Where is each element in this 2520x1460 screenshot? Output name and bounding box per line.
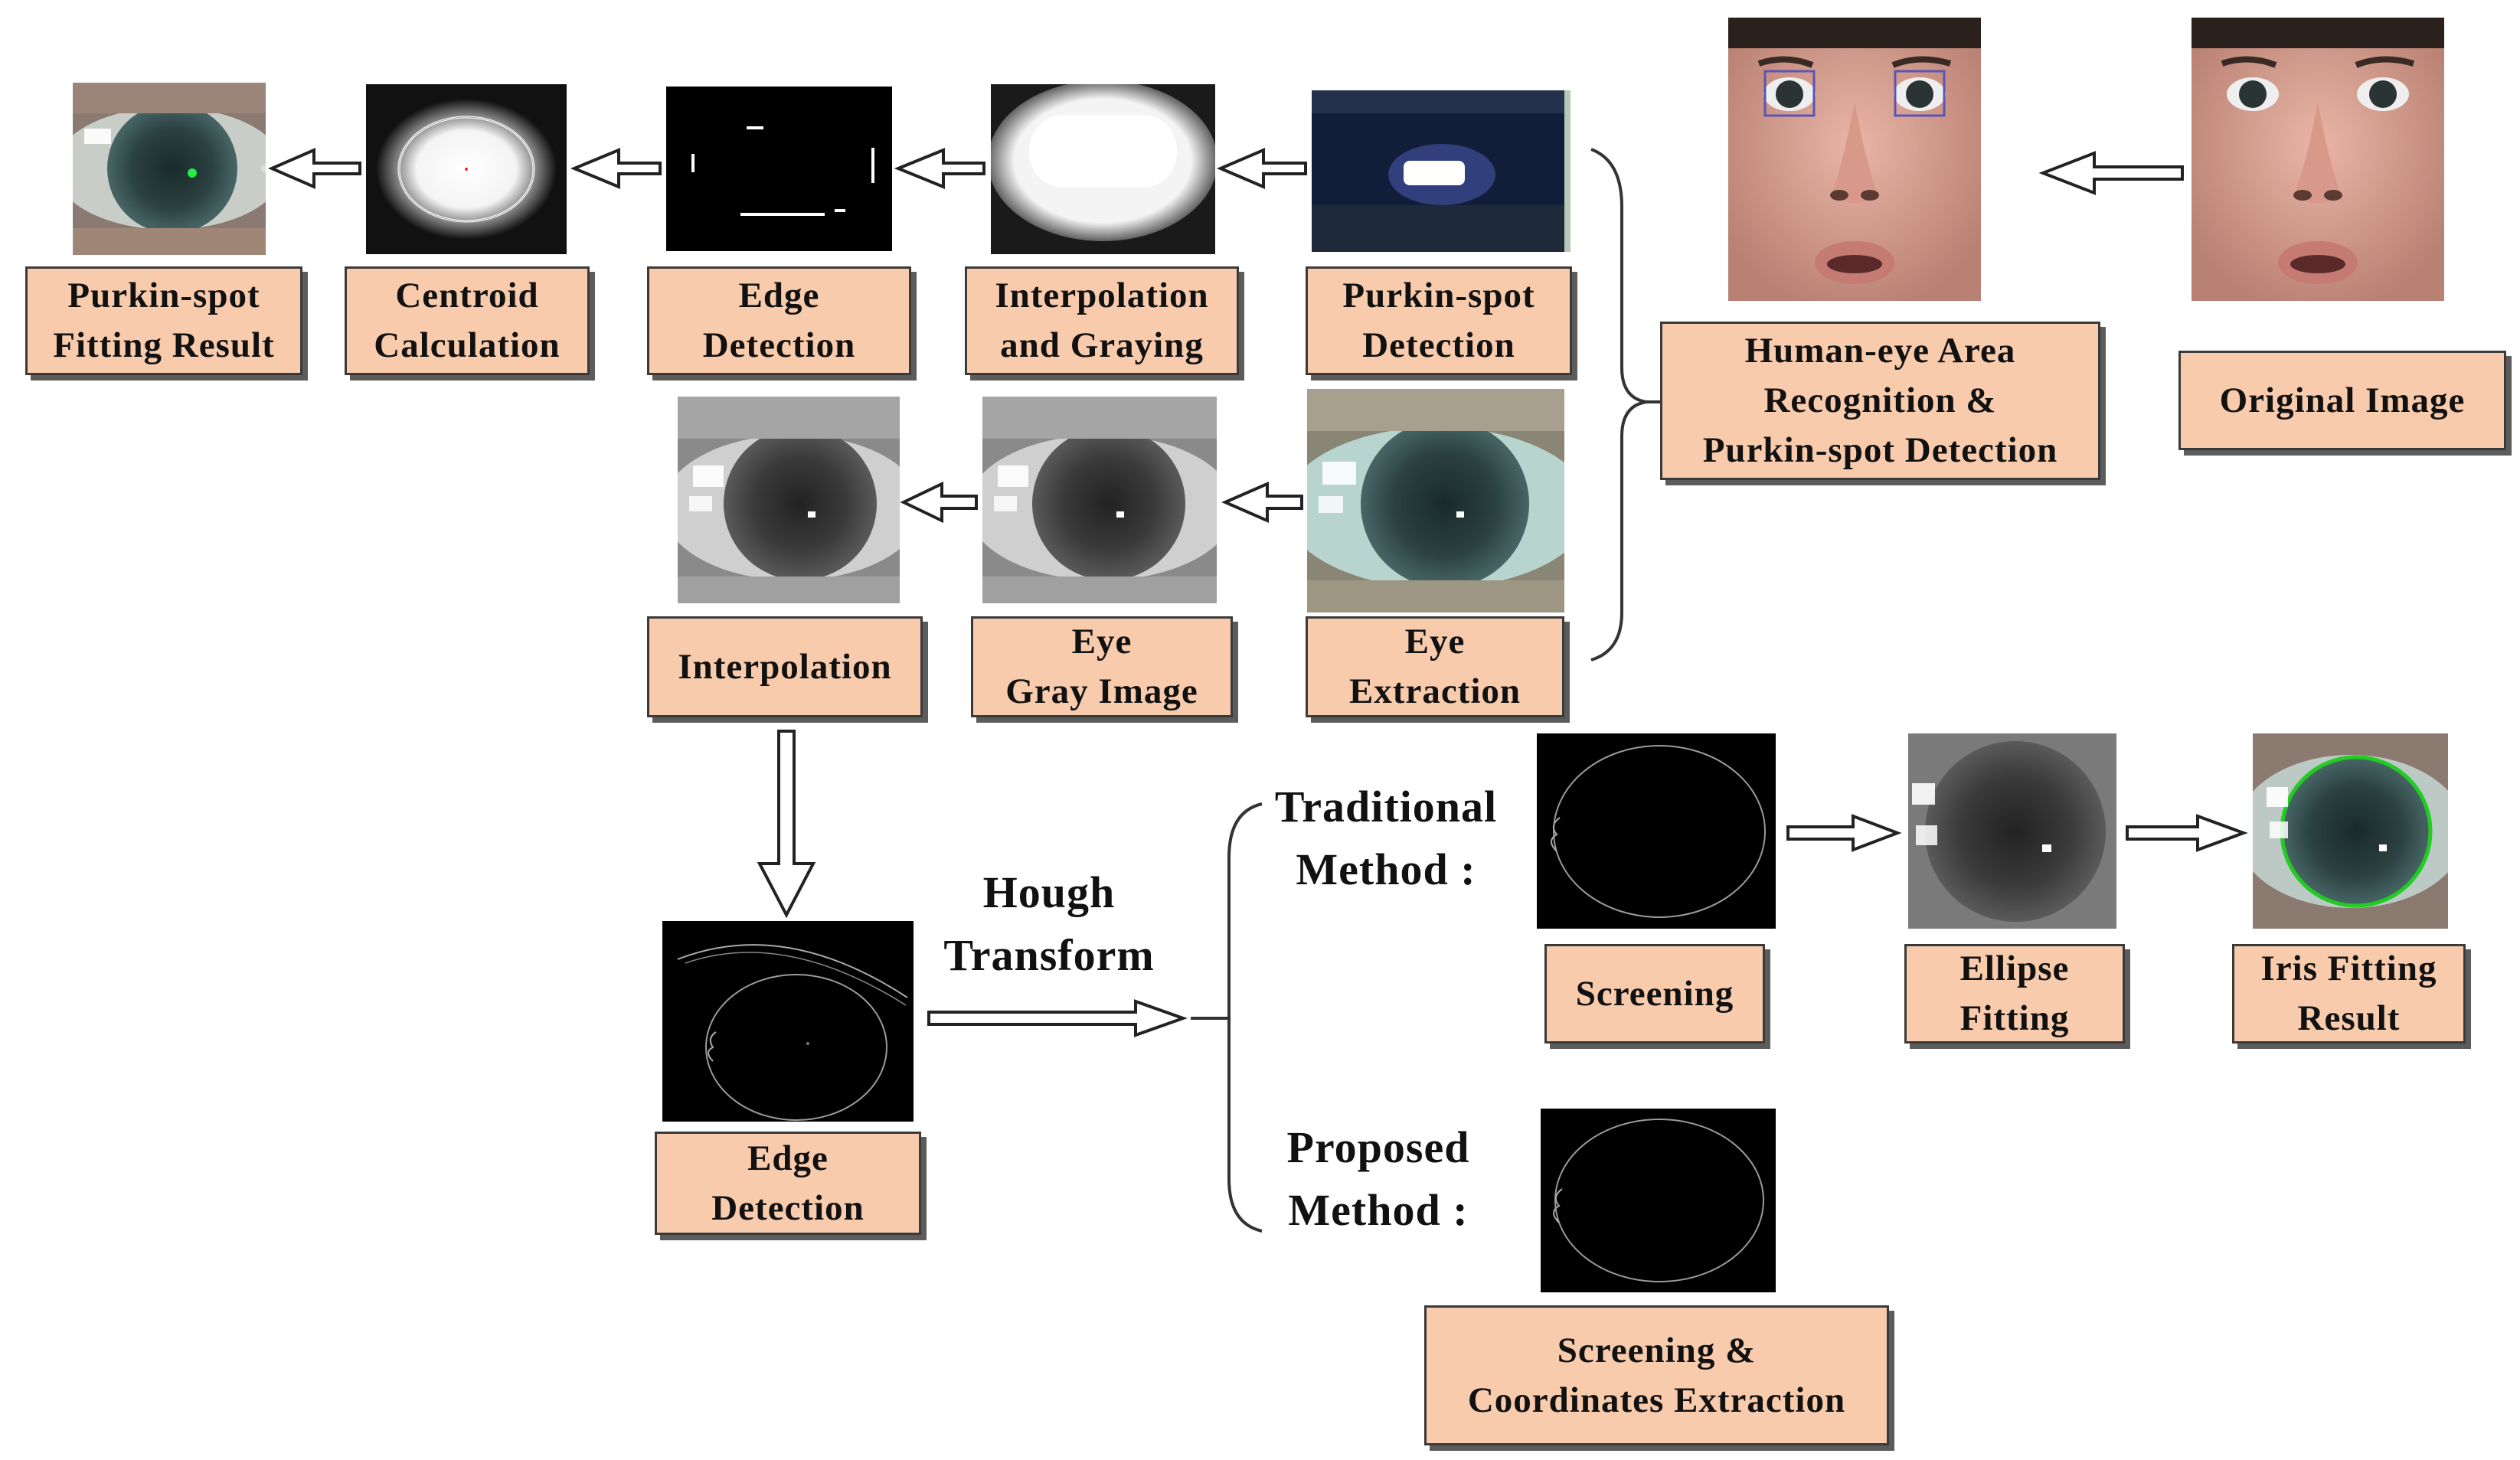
box-purkin-spot-detection: Purkin-spot Detection <box>1306 266 1572 375</box>
arrow-down <box>757 730 816 919</box>
box-original-image: Original Image <box>2178 351 2506 450</box>
original-face-image <box>2192 18 2444 301</box>
brace-eye-stage <box>1590 148 1647 661</box>
box-interpolation-graying: Interpolation and Graying <box>965 266 1239 375</box>
interpolation-graying-image <box>991 84 1215 254</box>
arrow-right-2 <box>1786 814 1902 852</box>
arrow-left-6 <box>900 481 978 524</box>
label-hough-transform: Hough Transform <box>943 867 1155 981</box>
arrow-right-3 <box>2126 814 2248 852</box>
iris-fitting-result-image <box>2253 733 2448 929</box>
arrow-left-3 <box>894 148 985 189</box>
box-human-eye-area: Human-eye Area Recognition & Purkin-spot… <box>1660 322 2100 480</box>
edge-detection-top-image <box>666 87 892 251</box>
arrow-left-5 <box>2038 151 2184 195</box>
purkin-spot-detection-image <box>1312 90 1571 252</box>
label-traditional-method: Traditional Method : <box>1274 782 1498 895</box>
box-screening: Screening <box>1544 944 1765 1044</box>
interpolation-eye-image <box>678 397 900 603</box>
box-edge-detection-bottom: Edge Detection <box>655 1132 921 1235</box>
screening-coordinates-image <box>1541 1109 1776 1292</box>
ellipse-fitting-image <box>1908 733 2116 929</box>
box-centroid-calculation: Centroid Calculation <box>345 266 590 375</box>
label-proposed-method: Proposed Method : <box>1286 1122 1470 1236</box>
centroid-calculation-image <box>366 84 567 254</box>
box-purkin-spot-fitting-result: Purkin-spot Fitting Result <box>25 266 302 375</box>
arrow-left-4 <box>1216 147 1307 190</box>
face-detected-eyes-image <box>1728 18 1981 301</box>
eye-gray-image <box>982 397 1217 603</box>
arrow-left-2 <box>570 148 662 189</box>
box-iris-fitting-result: Iris Fitting Result <box>2232 944 2466 1044</box>
box-interpolation: Interpolation <box>647 616 923 717</box>
box-eye-extraction: Eye Extraction <box>1306 616 1564 717</box>
arrow-left-1 <box>267 147 361 190</box>
purkin-fitting-result-image <box>73 83 266 255</box>
box-ellipse-fitting: Ellipse Fitting <box>1904 944 2125 1044</box>
box-eye-gray-image: Eye Gray Image <box>971 616 1233 717</box>
arrow-left-7 <box>1221 481 1303 524</box>
arrow-right-hough <box>927 999 1188 1037</box>
edge-detection-bottom-image <box>662 921 914 1122</box>
box-screening-coordinates: Screening & Coordinates Extraction <box>1424 1305 1889 1445</box>
screening-image <box>1537 733 1776 929</box>
eye-extraction-image <box>1307 389 1564 612</box>
box-edge-detection-top: Edge Detection <box>647 266 911 375</box>
